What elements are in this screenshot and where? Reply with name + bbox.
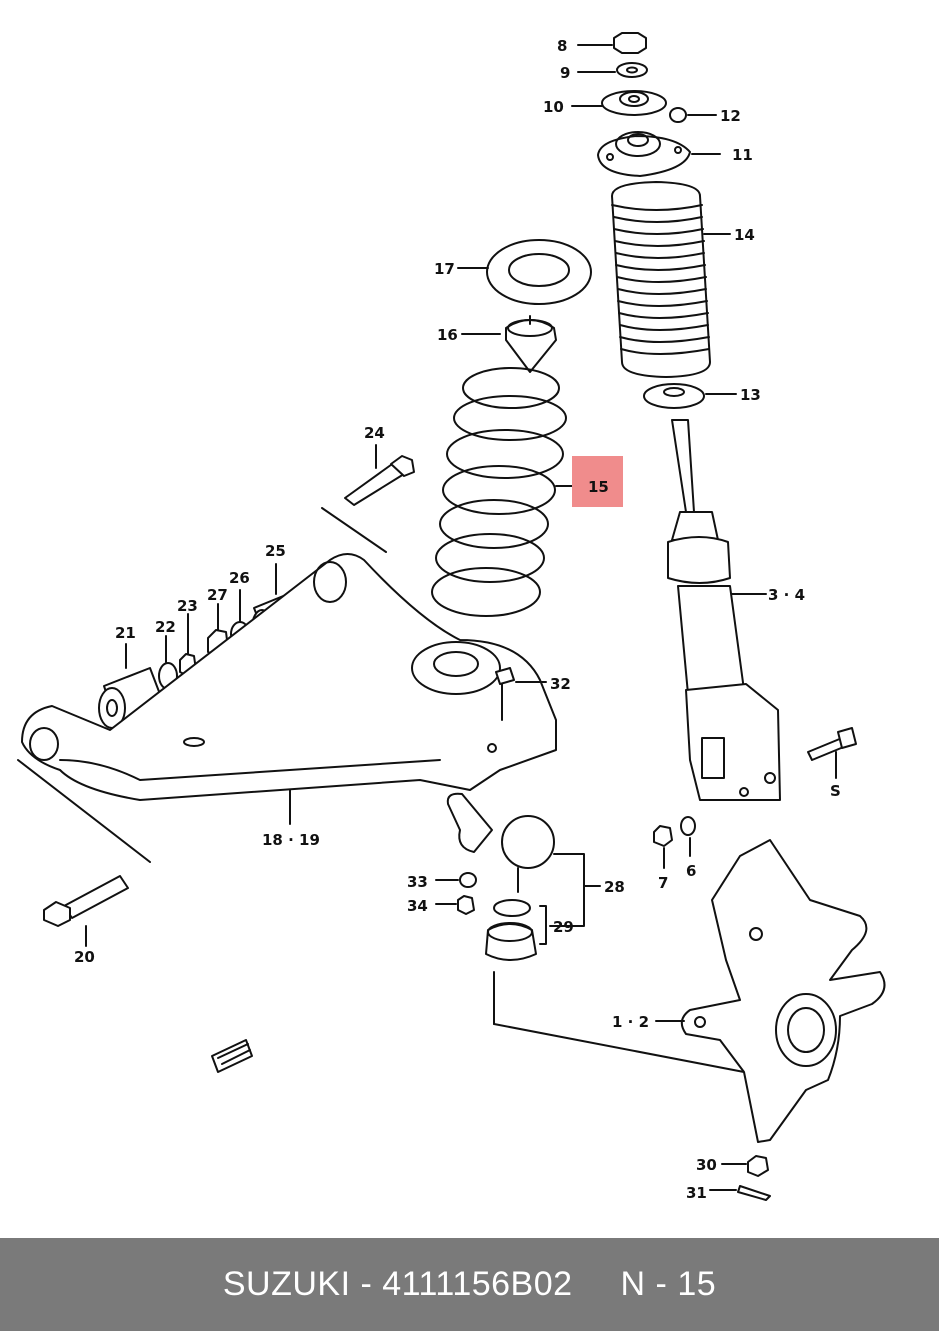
label-part-22: 22 <box>155 618 176 636</box>
part-20-bolt-drawing <box>17 759 151 947</box>
label-part-17: 17 <box>434 260 455 278</box>
label-part-1-2: 1 · 2 <box>612 1013 649 1031</box>
part-10-plate-drawing <box>571 90 667 116</box>
label-part-7: 7 <box>658 874 668 892</box>
part-30-nut-drawing <box>721 1155 769 1177</box>
part-28-ball-joint-drawing <box>446 792 601 927</box>
label-part-23: 23 <box>177 597 198 615</box>
label-part-32: 32 <box>550 675 571 693</box>
label-part-30: 30 <box>696 1156 717 1174</box>
part-24-bolt-drawing <box>321 444 415 553</box>
part-32-bolt-drawing <box>495 667 547 721</box>
label-part-13: 13 <box>740 386 761 404</box>
part-6-washer-drawing <box>680 816 696 857</box>
label-part-8: 8 <box>557 37 567 55</box>
label-part-9: 9 <box>560 64 570 82</box>
part-34-nut-drawing <box>435 895 475 915</box>
label-part-11: 11 <box>732 146 753 164</box>
label-part-20: 20 <box>74 948 95 966</box>
diagram-reference-text: N - 15 <box>620 1265 717 1303</box>
label-part-s: S <box>830 782 841 800</box>
label-part-18-19: 18 · 19 <box>262 831 320 849</box>
label-part-25: 25 <box>265 542 286 560</box>
part-11-mount-drawing <box>597 131 721 177</box>
label-part-14: 14 <box>734 226 755 244</box>
label-part-24: 24 <box>364 424 385 442</box>
part-14-dust-boot-drawing <box>611 181 731 378</box>
part-31-pin-drawing <box>709 1185 771 1201</box>
label-part-16: 16 <box>437 326 458 344</box>
part-15-highlight <box>572 456 623 507</box>
part-33-nut-drawing <box>435 872 477 888</box>
part-7-nut-drawing <box>653 825 673 869</box>
label-part-3-4: 3 · 4 <box>768 586 805 604</box>
part-9-washer-drawing <box>577 62 648 78</box>
grease-fitting-drawing <box>211 1039 253 1073</box>
label-part-26: 26 <box>229 569 250 587</box>
label-part-31: 31 <box>686 1184 707 1202</box>
part-15-coil-spring-drawing <box>431 367 573 617</box>
part-12-nut-drawing <box>669 107 717 123</box>
part-1-2-knuckle-drawing <box>655 839 886 1143</box>
suspension-exploded-diagram: 8 9 10 12 11 14 17 16 13 24 15 25 3 · 4 … <box>17 32 886 1202</box>
label-part-12: 12 <box>720 107 741 125</box>
label-part-10: 10 <box>543 98 564 116</box>
part-8-nut-drawing <box>577 32 647 54</box>
label-part-21: 21 <box>115 624 136 642</box>
part-number-text: SUZUKI - 4111156B02 <box>222 1265 573 1303</box>
label-part-15: 15 <box>588 478 609 496</box>
part-16-bumper-drawing <box>461 315 557 373</box>
part-13-seat-drawing <box>643 383 737 409</box>
footer-bar: SUZUKI - 4111156B02 N - 15 <box>0 1238 939 1331</box>
part-18-19-lower-arm-drawing <box>21 553 557 825</box>
label-part-29: 29 <box>553 918 574 936</box>
label-part-33: 33 <box>407 873 428 891</box>
part-s-bolt-drawing <box>807 727 857 779</box>
label-part-34: 34 <box>407 897 428 915</box>
label-part-28: 28 <box>604 878 625 896</box>
label-part-27: 27 <box>207 586 228 604</box>
part-29-boot-drawing <box>485 899 745 1073</box>
label-part-6: 6 <box>686 862 696 880</box>
part-17-spring-seat-drawing <box>457 239 592 305</box>
part-3-4-strut-drawing <box>667 419 781 801</box>
